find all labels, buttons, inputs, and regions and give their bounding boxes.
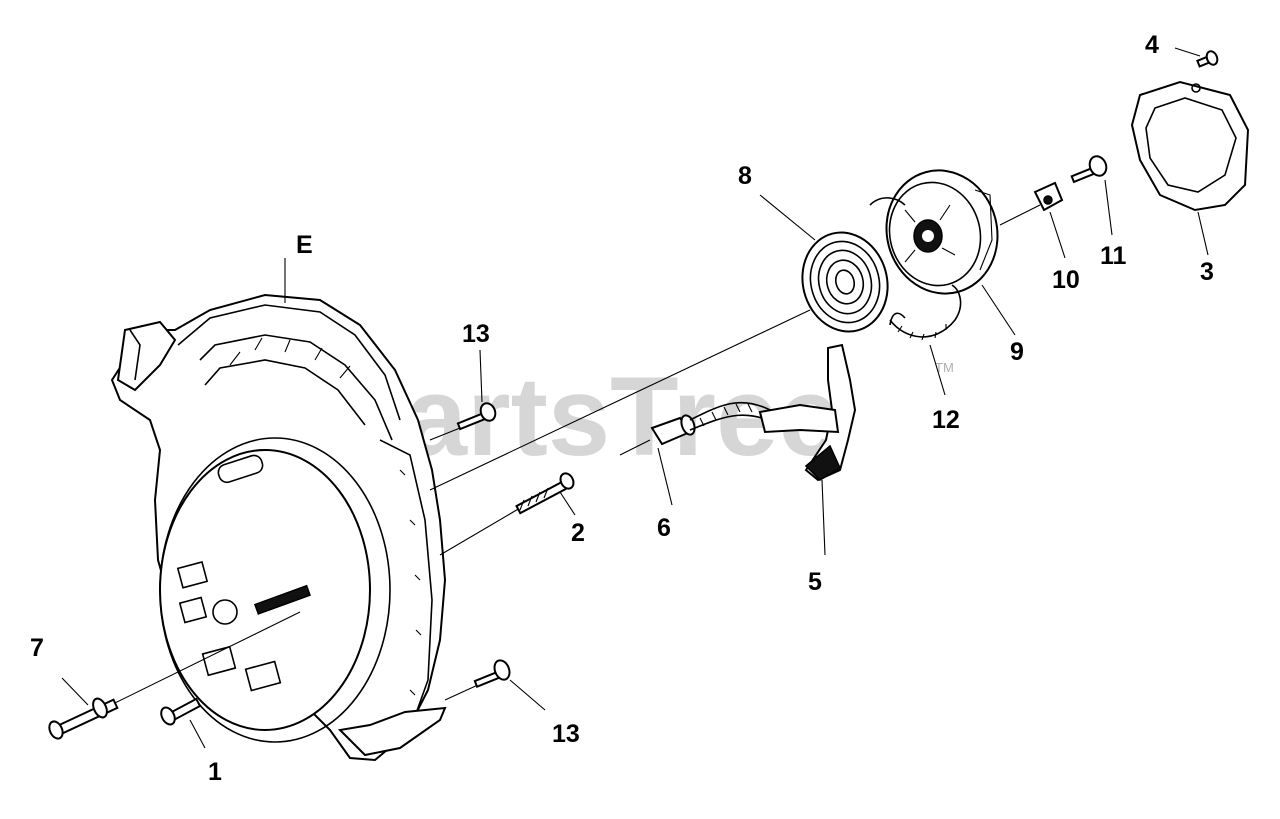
callout-7[interactable]: 7 xyxy=(30,634,44,662)
leader-10 xyxy=(1049,211,1066,259)
pawl-10[interactable] xyxy=(1033,181,1064,212)
axis-line-pawl xyxy=(999,204,1041,226)
bolt-1[interactable] xyxy=(158,697,202,727)
leader-13-lower xyxy=(509,679,546,711)
pulley-9[interactable] xyxy=(869,158,1011,306)
leader-5 xyxy=(821,479,826,556)
callout-3[interactable]: 3 xyxy=(1200,258,1214,286)
axis-line-screw-13b xyxy=(444,683,481,701)
callout-2[interactable]: 2 xyxy=(571,519,585,547)
leader-4 xyxy=(1174,47,1201,57)
leader-6 xyxy=(657,447,673,506)
axis-line-screw-13a xyxy=(429,427,461,441)
callout-4[interactable]: 4 xyxy=(1145,31,1159,59)
leader-12 xyxy=(929,344,946,396)
gasket-plate-3[interactable] xyxy=(1130,80,1250,212)
leader-11 xyxy=(1104,179,1113,236)
callout-10[interactable]: 10 xyxy=(1052,266,1080,294)
leader-2 xyxy=(559,491,576,516)
axis-line-housing-to-spring xyxy=(429,309,811,491)
callout-5[interactable]: 5 xyxy=(808,568,822,596)
leader-3 xyxy=(1197,211,1209,256)
leader-13-upper xyxy=(479,349,483,403)
bolt-2[interactable] xyxy=(515,471,577,515)
starter-handle-5[interactable] xyxy=(758,343,857,482)
callout-11[interactable]: 11 xyxy=(1100,242,1127,270)
callout-E[interactable]: E xyxy=(296,231,313,259)
callout-1[interactable]: 1 xyxy=(208,758,222,786)
leader-9 xyxy=(981,284,1016,336)
screw-13-lower[interactable] xyxy=(473,658,512,688)
callout-13-lower[interactable]: 13 xyxy=(552,720,580,748)
screw-11[interactable] xyxy=(1070,154,1109,184)
leader-8 xyxy=(759,194,816,241)
blower-housing[interactable] xyxy=(110,293,447,762)
callout-13-upper[interactable]: 13 xyxy=(462,320,490,348)
axis-line-bolt-2 xyxy=(439,507,521,556)
watermark-trademark: TM xyxy=(935,360,954,375)
recoil-spring-8[interactable] xyxy=(791,223,898,341)
callout-9[interactable]: 9 xyxy=(1010,338,1024,366)
callout-12[interactable]: 12 xyxy=(932,406,960,434)
screw-13-upper[interactable] xyxy=(456,401,498,431)
callout-6[interactable]: 6 xyxy=(657,514,671,542)
bolt-7[interactable] xyxy=(47,696,119,740)
screw-4[interactable] xyxy=(1196,50,1219,68)
leader-7 xyxy=(61,677,89,706)
callout-8[interactable]: 8 xyxy=(738,162,752,190)
spring-clip-12[interactable] xyxy=(889,284,962,341)
axis-line-grommet xyxy=(619,439,651,456)
starter-rope-6[interactable] xyxy=(650,401,773,446)
leader-1 xyxy=(189,719,206,749)
